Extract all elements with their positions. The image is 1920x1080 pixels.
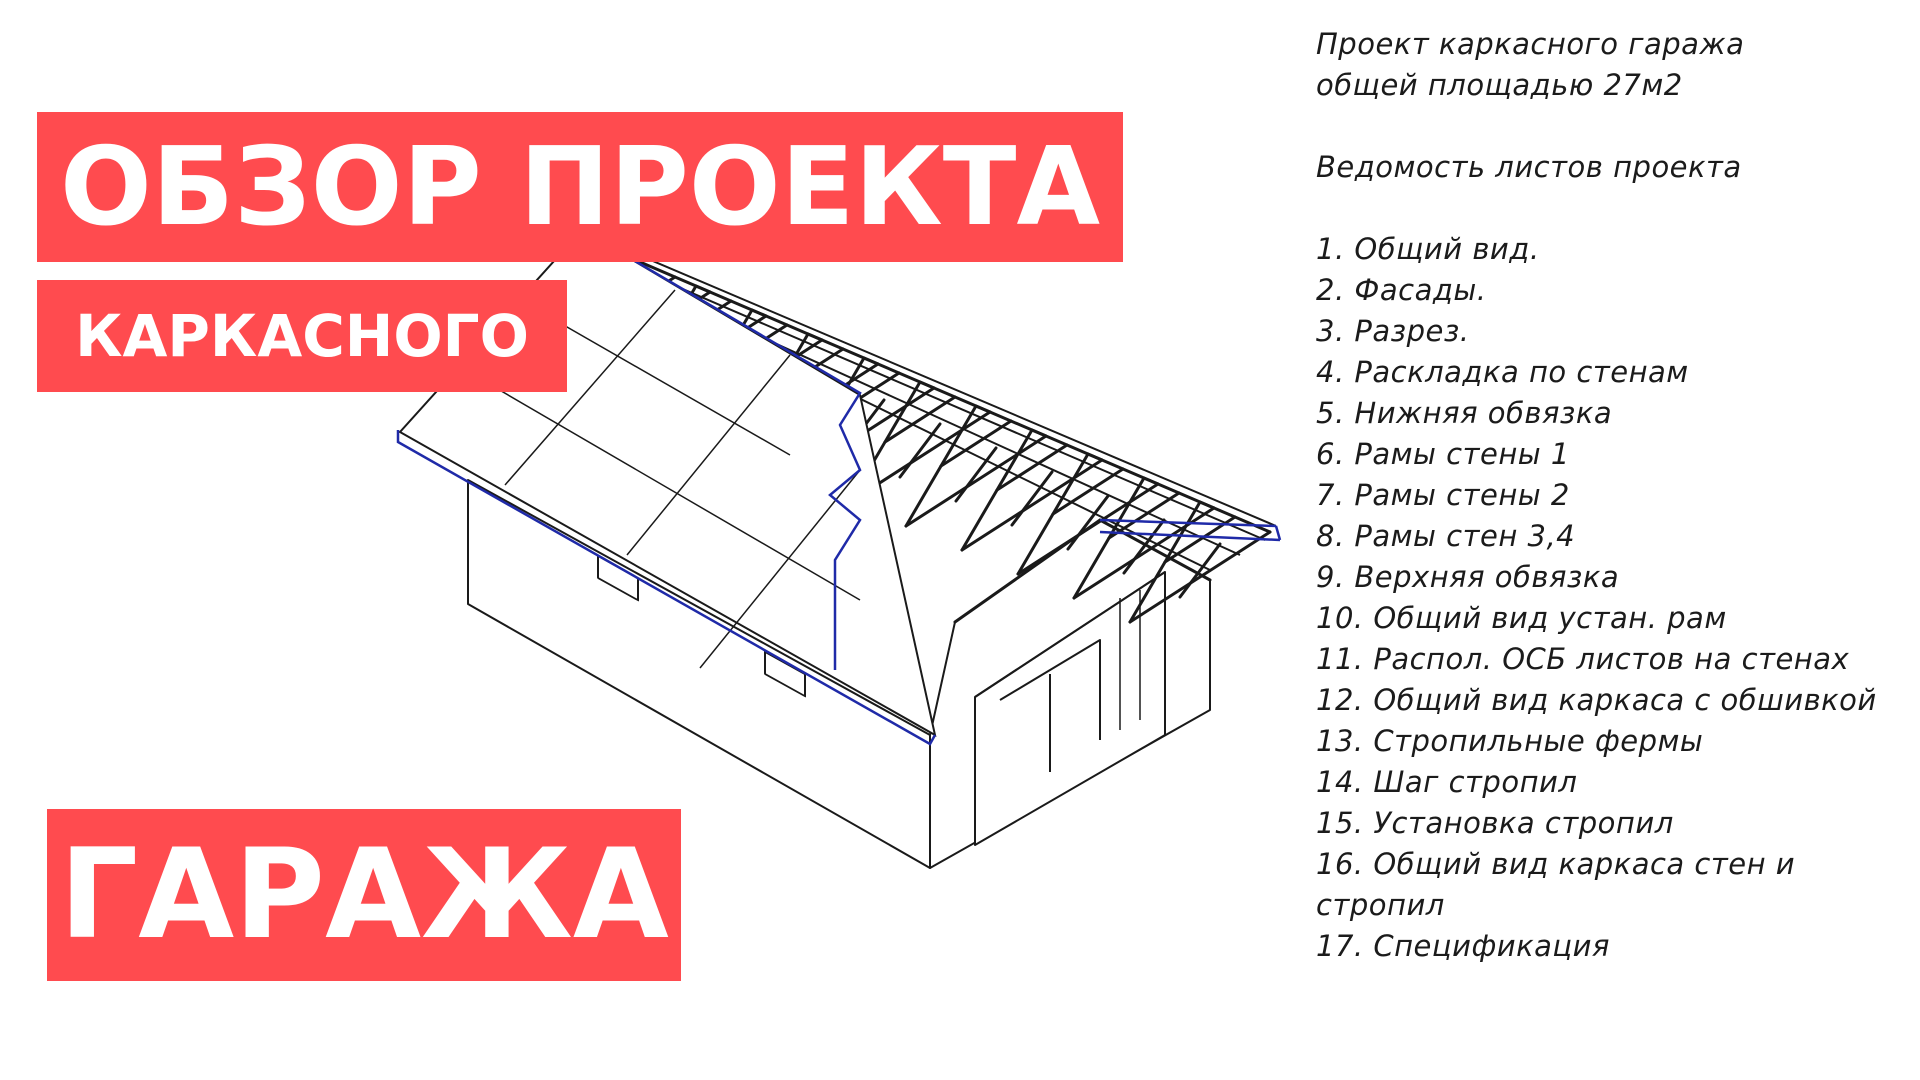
sheet-list-item: 10. Общий вид устан. рам	[1316, 601, 1727, 635]
sheet-list-item: 13. Стропильные фермы	[1316, 724, 1704, 758]
sheet-list-item: 4. Раскладка по стенам	[1316, 355, 1689, 389]
sheet-list-panel: Проект каркасного гаража общей площадью …	[1316, 24, 1916, 967]
sheet-list-item: 17. Спецификация	[1316, 929, 1610, 963]
sheet-list-item: 5. Нижняя обвязка	[1316, 396, 1613, 430]
sheet-list-item: 2. Фасады.	[1316, 273, 1487, 307]
sheet-list-item: 11. Распол. ОСБ листов на стенах	[1316, 642, 1850, 676]
title-line1-text: ОБЗОР ПРОЕКТА	[59, 124, 1101, 250]
sheet-list-item: 3. Разрез.	[1316, 314, 1470, 348]
sheet-list-item: 16. Общий вид каркаса стен и стропил	[1316, 847, 1796, 922]
title-banner-line1: ОБЗОР ПРОЕКТА	[37, 112, 1123, 262]
sheet-list-item: 15. Установка стропил	[1316, 806, 1674, 840]
title-banner-line3: ГАРАЖА	[47, 809, 681, 981]
title-line2-text: КАРКАСНОГО	[75, 302, 529, 370]
sheet-list-item: 8. Рамы стен 3,4	[1316, 519, 1576, 553]
sheet-list-item: 7. Рамы стены 2	[1316, 478, 1570, 512]
title-line3-text: ГАРАЖА	[59, 823, 669, 967]
roof-eave-edge	[396, 430, 937, 746]
sheet-list-item: 9. Верхняя обвязка	[1316, 560, 1620, 594]
project-title-line1: Проект каркасного гаража	[1316, 27, 1745, 61]
sheet-list-heading: Ведомость листов проекта	[1316, 150, 1742, 184]
roof-ridge-edge	[581, 228, 862, 670]
title-banner-line2: КАРКАСНОГО	[37, 280, 567, 392]
roof-truss	[960, 428, 1104, 552]
ridge-line	[579, 229, 1277, 527]
sheet-list-item: 1. Общий вид.	[1316, 232, 1540, 266]
sheet-list-item: 12. Общий вид каркаса с обшивкой	[1316, 683, 1877, 717]
sheet-list-item: 6. Рамы стены 1	[1316, 437, 1570, 471]
sheet-list-item: 14. Шаг стропил	[1316, 765, 1578, 799]
project-title-line2: общей площадью 27м2	[1316, 68, 1683, 102]
